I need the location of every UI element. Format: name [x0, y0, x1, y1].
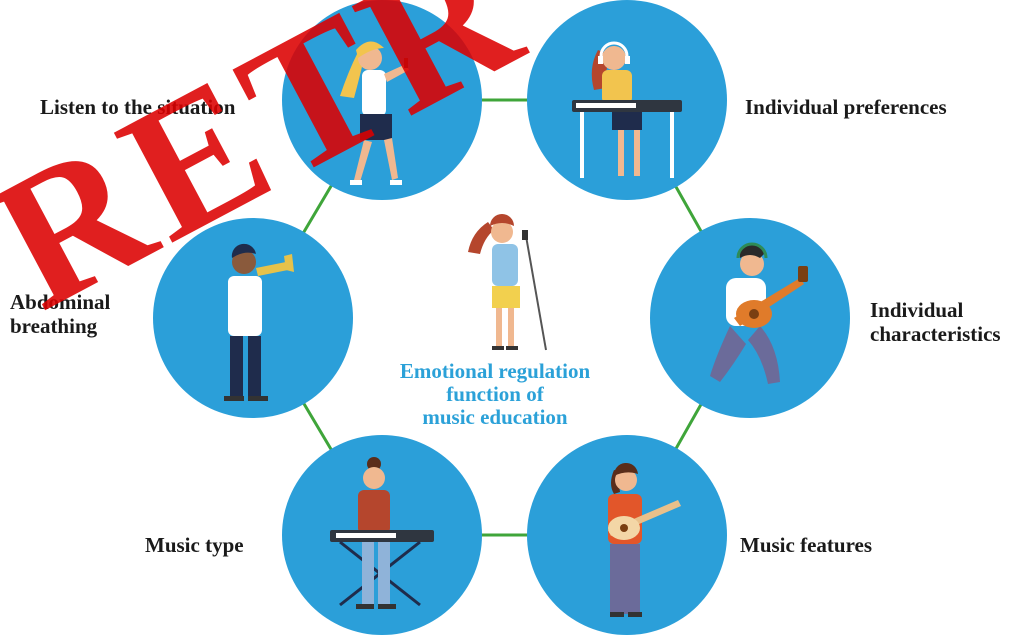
singer-with-microphone-icon [340, 41, 409, 185]
trumpet-player-icon [224, 243, 294, 401]
label-features: Music features [740, 533, 872, 557]
label-type: Music type [145, 533, 244, 557]
node-characteristics-circle [650, 218, 850, 418]
center-title-line-2: function of [446, 382, 544, 406]
label-features-line: Music features [740, 533, 872, 557]
label-characteristics-line-1: Individual [870, 298, 964, 322]
node-breathing-circle [153, 218, 353, 418]
singer-with-mic-stand-icon [468, 214, 547, 351]
label-preferences: Individual preferences [745, 95, 947, 119]
keyboard-player-with-headphones-icon [572, 41, 682, 178]
node-listen-circle [282, 0, 482, 200]
label-preferences-line: Individual preferences [745, 95, 947, 119]
label-breathing-line-1: Abdominal [10, 290, 111, 314]
node-features-circle [527, 435, 727, 635]
node-preferences-circle [527, 0, 727, 200]
guitarist-jumping-icon [710, 242, 808, 384]
label-listen-line: Listen to the situation [40, 95, 236, 119]
label-breathing: Abdominal breathing [10, 290, 110, 338]
center-title-line-1: Emotional regulation [399, 359, 591, 383]
label-listen: Listen to the situation [40, 95, 235, 119]
label-characteristics: Individual characteristics [870, 298, 1001, 346]
center-title: Emotional regulation function of music e… [380, 360, 610, 429]
label-characteristics-line-2: characteristics [870, 322, 1001, 346]
label-type-line: Music type [145, 533, 244, 557]
node-type-circle [282, 435, 482, 635]
label-breathing-line-2: breathing [10, 314, 98, 338]
ukulele-player-icon [608, 462, 681, 617]
center-title-line-3: music education [422, 405, 568, 429]
keyboard-player-standing-icon [330, 457, 434, 609]
